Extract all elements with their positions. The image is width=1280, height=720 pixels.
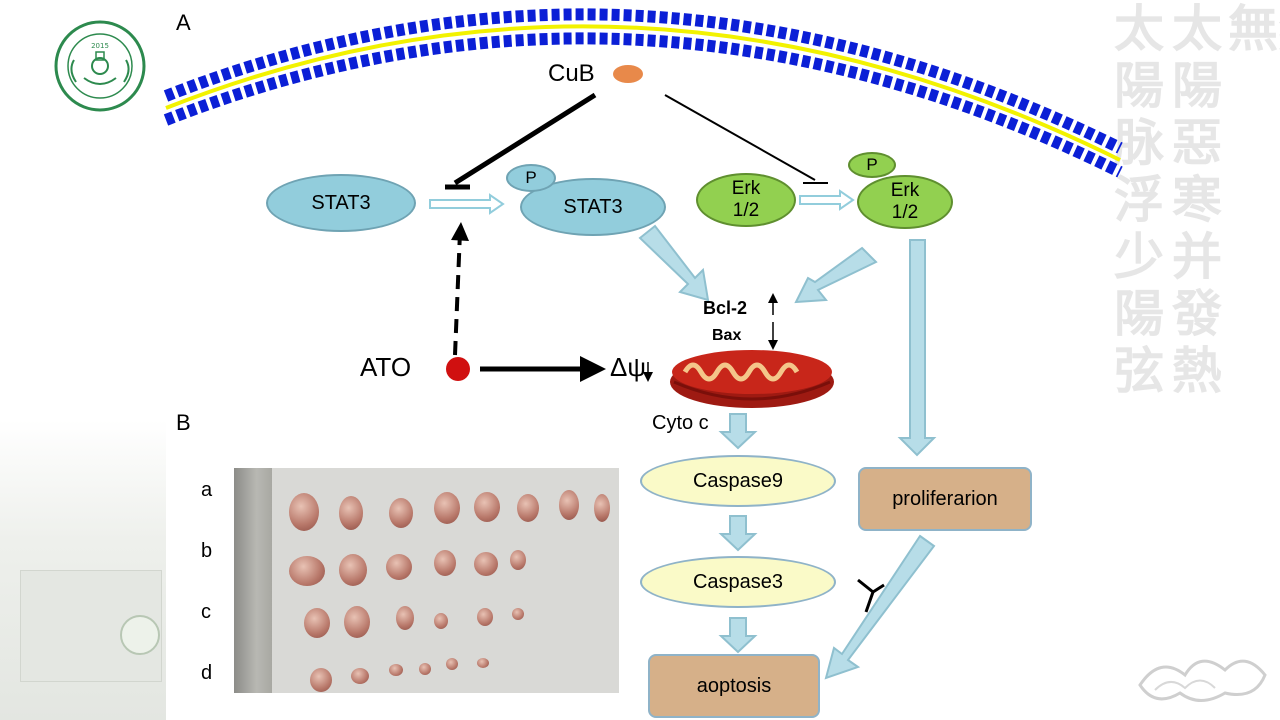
- panel-label-b: B: [176, 410, 191, 435]
- ato-dashed-line: [453, 231, 462, 356]
- row-label-c: c: [201, 601, 211, 623]
- row-label-b: b: [201, 540, 213, 562]
- panel-label-a: A: [176, 10, 191, 35]
- row-label-a: a: [201, 479, 213, 501]
- erk-node: Erk 1/2: [696, 173, 796, 227]
- university-logo: 2015: [54, 20, 146, 112]
- arrowhead: [451, 222, 469, 241]
- cub-inhibit-erk-line: [664, 94, 816, 181]
- phospho-badge-stat3: P: [506, 164, 556, 192]
- logo-year: 2015: [91, 42, 109, 50]
- row-label-d: d: [201, 662, 213, 684]
- cub-dot: [613, 65, 643, 83]
- caspase9-node: Caspase9: [640, 455, 836, 507]
- cloud-ornament: [1138, 659, 1267, 702]
- tumor-photo: [234, 468, 619, 693]
- calligraphy-column: 太陽惡寒并發熱: [1172, 0, 1222, 400]
- arrow-stat3-phospho: [429, 193, 505, 215]
- arrow-erk-phospho: [799, 189, 855, 211]
- proliferation-node: proliferarion: [858, 467, 1032, 531]
- delta-psi-label: Δψ: [610, 352, 646, 382]
- bax-label: Bax: [712, 327, 742, 344]
- phospho-badge-erk: P: [848, 152, 896, 178]
- stat3-node: STAT3: [266, 174, 416, 232]
- arrowhead: [580, 356, 606, 382]
- mitochondrion: [670, 350, 834, 408]
- cub-inhibit-stat3-line: [453, 92, 597, 186]
- calligraphy-column: 無熱惡寒發于陰: [1228, 0, 1280, 58]
- building-illustration: [0, 540, 166, 682]
- bcl2-label: Bcl-2: [703, 298, 748, 318]
- cyto-c-label: Cyto c: [652, 412, 709, 434]
- ato-dot: [446, 357, 470, 381]
- cub-label: CuB: [548, 60, 595, 87]
- cell-membrane: [163, 8, 1123, 178]
- apoptosis-node: aoptosis: [648, 654, 820, 718]
- caspase3-node: Caspase3: [640, 556, 836, 608]
- calligraphy-column: 太陽脉浮少陽弦: [1114, 0, 1164, 400]
- ruler: [234, 468, 272, 693]
- background-calligraphy-panel: 無熱惡寒發于陰 太陽惡寒并發熱 太陽脉浮少陽弦: [1114, 0, 1280, 720]
- ato-label: ATO: [360, 352, 412, 382]
- block-arrows: [638, 224, 937, 680]
- p-erk-node: Erk 1/2: [857, 175, 953, 229]
- inhibit-mark: [857, 578, 885, 613]
